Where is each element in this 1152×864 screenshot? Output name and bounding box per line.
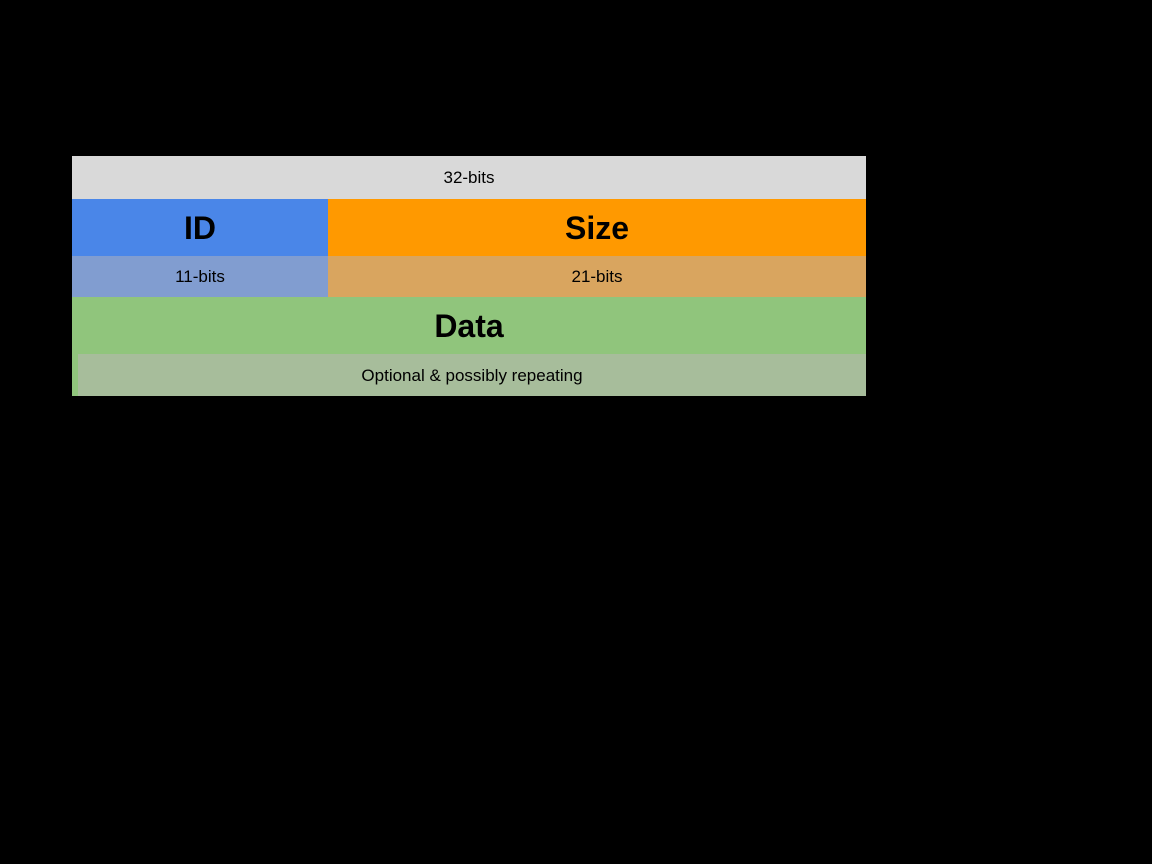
size-label: Size — [564, 209, 630, 246]
bit-field-diagram: 32-bits ID Size 11-bits 21-bits Data — [72, 156, 866, 396]
optional-label: Optional & possibly repeating — [361, 365, 583, 385]
field-name-row: ID Size — [72, 199, 866, 256]
id-bits-label: 11-bits — [175, 267, 225, 286]
id-label: ID — [184, 209, 216, 246]
cell-id: ID — [72, 199, 328, 256]
data-row: Data — [72, 297, 866, 354]
header-row: 32-bits — [72, 156, 866, 199]
cell-optional: Optional & possibly repeating — [78, 354, 866, 396]
cell-data: Data — [72, 297, 866, 354]
optional-row: Optional & possibly repeating — [72, 354, 866, 396]
cell-size-bits: 21-bits — [328, 256, 866, 297]
header-label: 32-bits — [443, 168, 495, 187]
cell-size: Size — [328, 199, 866, 256]
bit-width-row: 11-bits 21-bits — [72, 256, 866, 297]
header-cell-32bits: 32-bits — [72, 156, 866, 199]
cell-optional-outer: Optional & possibly repeating — [72, 354, 866, 396]
cell-id-bits: 11-bits — [72, 256, 328, 297]
size-bits-label: 21-bits — [571, 267, 623, 286]
data-label: Data — [434, 307, 504, 344]
